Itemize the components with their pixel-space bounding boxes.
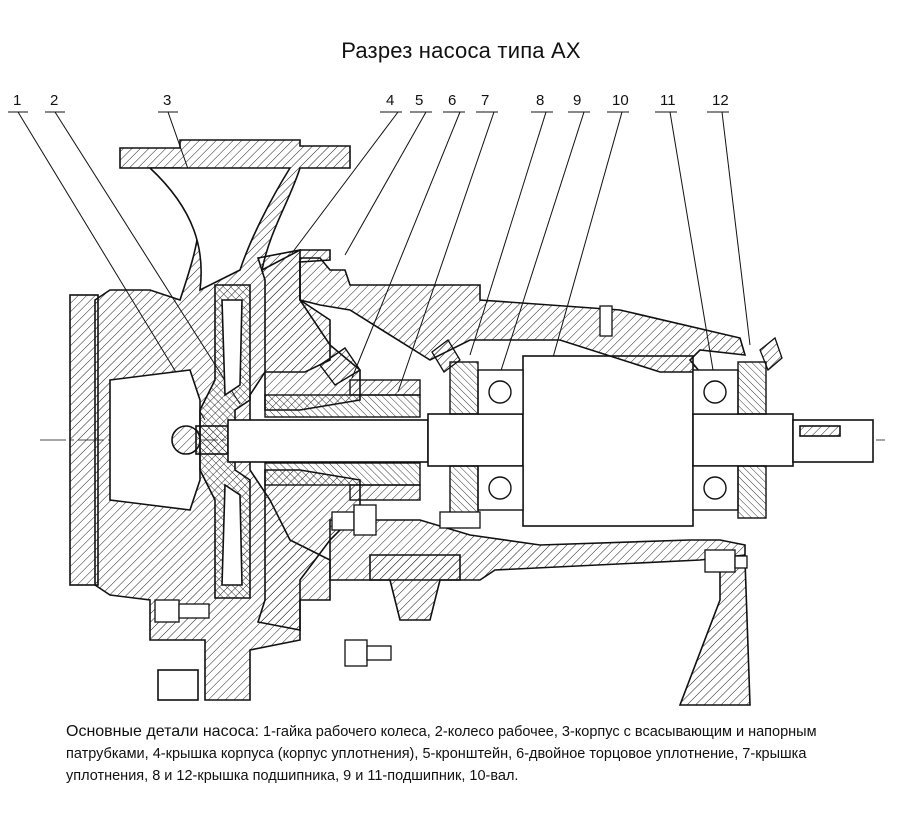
legend-text: 1-гайка рабочего колеса, 2-колесо рабоче… — [66, 724, 817, 784]
bearings — [449, 361, 767, 519]
bearing-bracket — [299, 257, 751, 706]
callout-11: 11 — [660, 92, 676, 109]
mechanical-seal — [264, 347, 421, 501]
parts-legend: Основные детали насоса: 1-гайка рабочего… — [66, 721, 866, 787]
callout-9: 9 — [573, 92, 582, 109]
bolts — [154, 305, 783, 667]
shaft — [227, 355, 874, 527]
callout-12: 12 — [712, 92, 729, 109]
callout-8: 8 — [536, 92, 545, 109]
callout-5: 5 — [415, 92, 424, 109]
diagram-title: Разрез насоса типа АХ — [341, 38, 581, 63]
callout-4: 4 — [386, 92, 395, 109]
callout-6: 6 — [448, 92, 457, 109]
callout-10: 10 — [612, 92, 629, 109]
legend-heading: Основные детали насоса: — [66, 723, 259, 740]
impeller-nut — [171, 425, 229, 455]
callout-7: 7 — [481, 92, 490, 109]
callout-2: 2 — [50, 92, 59, 109]
callout-1: 1 — [13, 92, 22, 109]
callout-3: 3 — [163, 92, 172, 109]
